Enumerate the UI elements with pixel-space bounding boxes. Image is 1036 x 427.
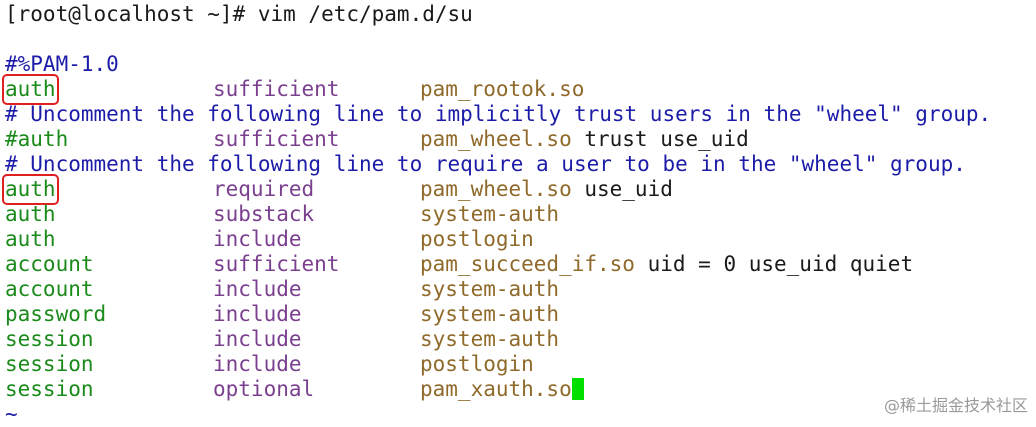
pam-module-field: postlogin [420,227,534,251]
pam-control-field: sufficient [213,127,340,151]
pam-module-field: pam_rootok.so [420,77,585,101]
pam-module-field: pam_wheel.so trust use_uid [420,127,749,151]
pam-control-field: include [213,227,302,251]
highlighted-type-field: auth [2,74,59,105]
pam-type-field: session [5,377,94,401]
blank-line [5,27,1033,52]
pam-module-field: postlogin [420,352,534,376]
pam-type-field: auth [5,202,56,226]
pam-rule-line: #auth sufficient pam_wheel.so trust use_ui… [5,127,1033,152]
pam-control-field: sufficient [213,252,340,276]
pam-rule-line: auth sufficient pam_rootok.so [2,74,1033,105]
pam-module-field: pam_xauth.so [420,377,584,402]
pam-module-field: system-auth [420,277,560,301]
pam-type-field: session [5,352,94,376]
pam-module-field: pam_succeed_if.so uid = 0 use_uid quiet [420,252,914,276]
pam-control-field: include [213,352,302,376]
pam-rule-line: session include system-auth [5,327,1033,352]
pam-control-field: required [213,177,315,201]
pam-type-field: account [5,252,94,276]
pam-type-field: #auth [5,127,69,151]
pam-module-field: system-auth [420,327,560,351]
pam-control-field: include [213,327,302,351]
pam-control-field: include [213,277,302,301]
pam-control-field: optional [213,377,315,401]
pam-module-field: system-auth [420,202,560,226]
pam-control-field: include [213,302,302,326]
pam-args-field: trust use_uid [571,127,749,151]
pam-rule-line: account include system-auth [5,277,1033,302]
pam-rule-line: account sufficient pam_succeed_if.so uid =… [5,252,1033,277]
pam-rule-line: auth include postlogin [5,227,1033,252]
shell-prompt: [root@localhost ~]# vim /etc/pam.d/su [5,2,473,26]
pam-control-field: substack [213,202,315,226]
pam-args-field: uid = 0 use_uid quiet [634,252,914,276]
pam-type-field: password [5,302,107,326]
pam-rule-line: password include system-auth [5,302,1033,327]
pam-args-field: use_uid [571,177,673,201]
pam-module-field: pam_wheel.so use_uid [420,177,673,201]
pam-rule-line: session include postlogin [5,352,1033,377]
pam-type-field: auth [5,227,56,251]
pam-module-field: system-auth [420,302,560,326]
pam-header-comment: #%PAM-1.0 [5,52,119,76]
pam-rule-line: session optional pam_xauth.so [5,377,1033,402]
pam-comment-line: # Uncomment the following line to requir… [5,152,966,176]
pam-comment-line: # Uncomment the following line to implic… [5,102,992,126]
pam-type-field: account [5,277,94,301]
pam-control-field: sufficient [213,77,340,101]
pam-rule-line: auth required pam_wheel.so use_uid [2,174,1033,205]
vim-empty-line-tilde: ~ [5,402,18,426]
highlighted-type-field: auth [2,174,59,205]
pam-type-field: session [5,327,94,351]
text-cursor [571,378,584,400]
watermark: @稀土掘金技术社区 [883,396,1028,415]
pam-rule-line: auth substack system-auth [5,202,1033,227]
